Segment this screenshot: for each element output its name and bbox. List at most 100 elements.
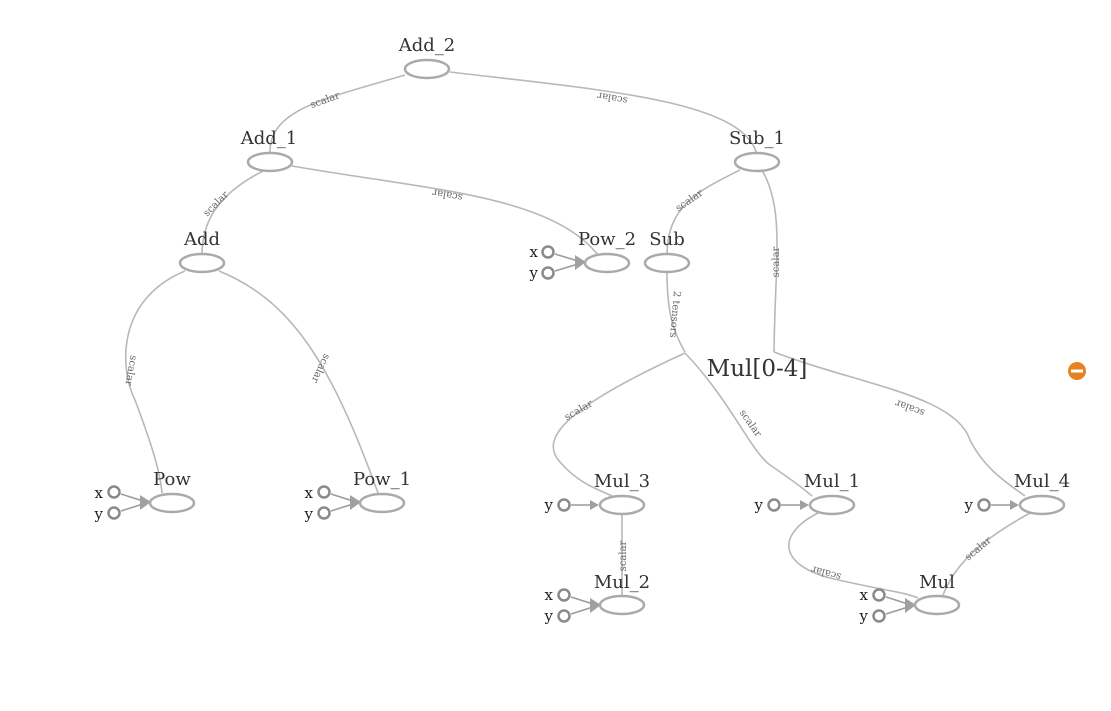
node-add[interactable]: Add <box>178 229 226 274</box>
nodes[interactable]: Add_2 Add_1 Sub_1 Add Pow_2 Sub Pow Pow <box>148 35 1070 616</box>
arrowhead-icon <box>590 500 599 510</box>
node-label: Mul_4 <box>1014 471 1070 492</box>
edge-label: scalar <box>596 89 628 105</box>
edge-label: scalar <box>737 408 764 440</box>
edge-group-mul1 <box>684 352 813 497</box>
input-edge <box>885 606 909 615</box>
input-port-x[interactable] <box>872 588 886 602</box>
input-edge <box>554 263 579 272</box>
input-port-y[interactable] <box>107 506 121 520</box>
node-pow2[interactable]: Pow_2 <box>578 229 636 274</box>
edge-label: scalar <box>771 246 782 277</box>
node-pow-shape[interactable] <box>148 492 196 514</box>
input-label-x: x <box>545 586 554 604</box>
arrowhead-icon <box>140 495 151 510</box>
node-pow1[interactable]: Pow_1 <box>353 469 411 514</box>
input-port-x[interactable] <box>557 588 571 602</box>
edge-add2-add1 <box>269 74 406 156</box>
edge-label: scalar <box>963 535 994 563</box>
input-port-x[interactable] <box>107 485 121 499</box>
edge-add-pow <box>124 270 186 494</box>
input-edge <box>570 606 594 615</box>
input-edge <box>570 596 594 605</box>
mul4-inputs: y <box>964 496 1019 514</box>
input-port-y[interactable] <box>557 498 571 512</box>
node-mul3[interactable]: Mul_3 <box>594 471 650 516</box>
node-pow2-shape[interactable] <box>583 252 631 274</box>
node-add1[interactable]: Add_1 <box>240 128 298 173</box>
minus-circle-icon[interactable] <box>1068 362 1086 380</box>
node-sub1-shape[interactable] <box>733 151 781 173</box>
mul-inputs: x y <box>859 586 916 625</box>
edge-label: scalar <box>309 90 342 111</box>
node-mul-shape[interactable] <box>913 594 961 616</box>
edge-add1-pow2 <box>291 165 599 256</box>
group-label-mul[interactable]: Mul[0-4] <box>707 356 808 382</box>
edge-group-mul4 <box>773 351 1026 497</box>
node-mul[interactable]: Mul <box>913 572 961 616</box>
edge-label: scalar <box>618 540 629 571</box>
node-pow[interactable]: Pow <box>148 469 196 514</box>
arrowhead-icon <box>575 255 586 270</box>
node-label: Pow <box>153 469 191 490</box>
input-label-y: y <box>529 264 539 282</box>
input-port-y[interactable] <box>872 609 886 623</box>
node-label: Mul_3 <box>594 471 650 492</box>
node-add2[interactable]: Add_2 <box>398 35 456 80</box>
node-mul4-shape[interactable] <box>1018 494 1066 516</box>
collapse-icon-bar <box>1071 369 1083 373</box>
pow1-inputs: x y <box>304 484 361 523</box>
node-add2-shape[interactable] <box>403 58 451 80</box>
node-label: Add_2 <box>398 35 456 56</box>
node-add1-shape[interactable] <box>246 151 294 173</box>
node-sub-shape[interactable] <box>643 252 691 274</box>
input-edge <box>885 596 909 605</box>
node-mul2[interactable]: Mul_2 <box>594 572 650 616</box>
edge-add2-sub1 <box>449 71 758 156</box>
node-mul1-shape[interactable] <box>808 494 856 516</box>
input-port-x[interactable] <box>317 485 331 499</box>
input-port-y[interactable] <box>557 609 571 623</box>
edge-label: scalar <box>810 563 843 582</box>
input-port-y[interactable] <box>541 266 555 280</box>
node-add-shape[interactable] <box>178 252 226 274</box>
edge-label: scalar <box>431 186 463 202</box>
node-label: Mul_2 <box>594 572 650 593</box>
input-port-y[interactable] <box>317 506 331 520</box>
node-mul4[interactable]: Mul_4 <box>1014 471 1070 516</box>
input-port-x[interactable] <box>541 245 555 259</box>
node-label: Pow_2 <box>578 229 636 250</box>
node-mul3-shape[interactable] <box>598 494 646 516</box>
arrowhead-icon <box>800 500 809 510</box>
edge-mul4-mul <box>941 512 1031 599</box>
input-label-y: y <box>964 496 974 514</box>
node-sub1[interactable]: Sub_1 <box>729 128 785 173</box>
input-label-y: y <box>304 505 314 523</box>
node-label: Sub_1 <box>729 128 785 149</box>
edge-sub1-sub <box>666 169 741 256</box>
node-sub[interactable]: Sub <box>643 229 691 274</box>
node-mul1[interactable]: Mul_1 <box>804 471 860 516</box>
node-pow1-shape[interactable] <box>358 492 406 514</box>
arrowhead-icon <box>590 598 601 613</box>
input-port-y[interactable] <box>767 498 781 512</box>
edge-label: scalar <box>202 189 232 219</box>
input-edge <box>330 493 354 502</box>
input-label-y: y <box>859 607 869 625</box>
input-edge <box>120 503 144 512</box>
input-label-y: y <box>94 505 104 523</box>
input-edge <box>330 503 354 512</box>
pow-inputs: x y <box>94 484 151 523</box>
input-label-x: x <box>860 586 869 604</box>
node-label: Pow_1 <box>353 469 411 490</box>
input-label-x: x <box>305 484 314 502</box>
node-label: Sub <box>649 229 684 250</box>
mul2-inputs: x y <box>544 586 601 625</box>
node-mul2-shape[interactable] <box>598 594 646 616</box>
edge-add-pow1 <box>218 270 379 494</box>
input-port-y[interactable] <box>977 498 991 512</box>
edge-label: 2 tensors <box>667 290 682 338</box>
pow2-inputs: x y <box>529 243 586 282</box>
node-label: Mul <box>919 572 955 593</box>
